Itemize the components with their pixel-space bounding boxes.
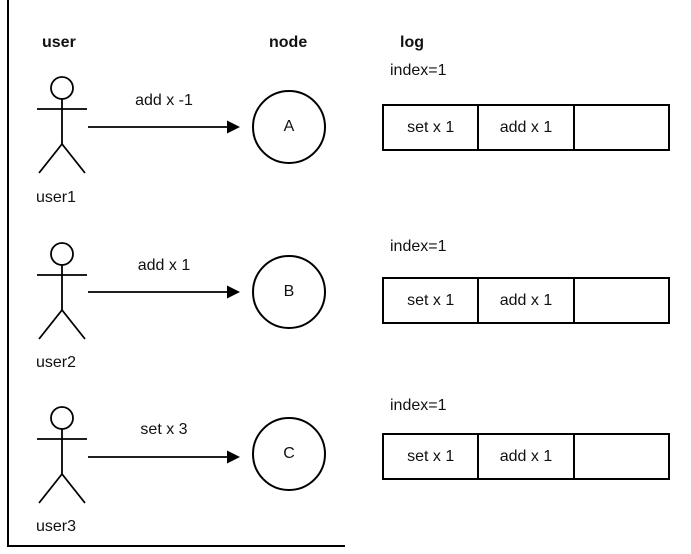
actor-label-user2: user2 [36, 354, 77, 371]
column-header-user: user [42, 34, 76, 51]
log-cell: set x 1 [384, 279, 480, 322]
message-arrow-row2 [88, 282, 240, 307]
message-arrow-row3 [88, 447, 240, 472]
log-table-row3: set x 1 add x 1 [382, 433, 670, 480]
log-index-label-row3: index=1 [390, 397, 447, 414]
log-table-row2: set x 1 add x 1 [382, 277, 670, 324]
actor-figure-user3 [32, 406, 92, 506]
stick-figure-icon [37, 242, 87, 340]
message-label-row3: set x 3 [140, 421, 188, 438]
actor-figure-user1 [32, 76, 92, 176]
arrow-right-icon [88, 285, 240, 299]
log-index-label-row2: index=1 [390, 238, 447, 255]
log-table-row1: set x 1 add x 1 [382, 104, 670, 151]
actor-figure-user2 [32, 242, 92, 342]
log-cell [575, 106, 668, 149]
message-label-row1: add x -1 [135, 92, 193, 109]
node-label-b: B [283, 283, 295, 300]
column-header-log: log [400, 34, 424, 51]
node-label-c: C [283, 445, 295, 462]
log-cell: add x 1 [479, 435, 575, 478]
log-index-label-row1: index=1 [390, 62, 447, 79]
log-cell: set x 1 [384, 106, 480, 149]
log-cell [575, 279, 668, 322]
log-cell [575, 435, 668, 478]
message-arrow-row1 [88, 117, 240, 142]
arrow-right-icon [88, 450, 240, 464]
stick-figure-icon [37, 76, 87, 174]
actor-label-user3: user3 [36, 518, 77, 535]
canvas-edge-bottom-line [7, 545, 345, 547]
log-cell: set x 1 [384, 435, 480, 478]
log-cell: add x 1 [479, 106, 575, 149]
actor-label-user1: user1 [36, 189, 77, 206]
stick-figure-icon [37, 406, 87, 504]
node-circle-c: C [252, 417, 326, 491]
node-circle-b: B [252, 255, 326, 329]
message-label-row2: add x 1 [137, 257, 191, 274]
log-cell: add x 1 [479, 279, 575, 322]
column-header-node: node [269, 34, 308, 51]
canvas-edge-left-line [7, 0, 9, 547]
node-label-a: A [283, 118, 295, 135]
node-circle-a: A [252, 90, 326, 164]
arrow-right-icon [88, 120, 240, 134]
